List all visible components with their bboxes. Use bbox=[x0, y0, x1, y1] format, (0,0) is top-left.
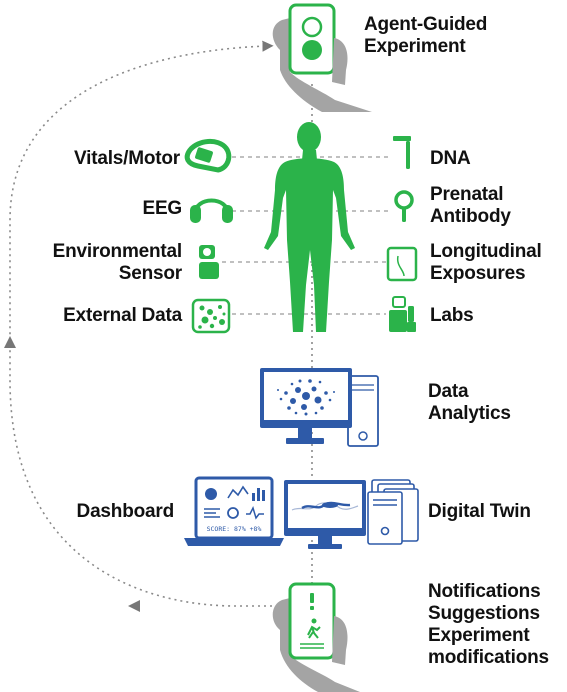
dashboard-label: Dashboard bbox=[76, 501, 175, 522]
longitudinal-exposures-label: Longitudinal Exposures bbox=[430, 241, 542, 284]
dashboard-score-text: SCORE: 87% +8% bbox=[207, 525, 262, 533]
digital-twin-monitor-icon bbox=[284, 480, 366, 549]
dna-label: DNA bbox=[430, 148, 471, 169]
human-figure-icon bbox=[264, 122, 355, 332]
labs-label: Labs bbox=[430, 305, 474, 326]
dna-swab-icon bbox=[393, 136, 411, 169]
feedback-loop-arrow bbox=[9, 40, 290, 607]
server-stack-icon bbox=[367, 479, 419, 545]
vitals-motor-label: Vitals/Motor bbox=[74, 148, 180, 169]
data-analytics-label: Data Analytics bbox=[428, 381, 511, 424]
prenatal-antibody-label: Prenatal Antibody bbox=[430, 184, 511, 227]
exposure-tile-icon bbox=[386, 246, 418, 282]
camera-sensor-icon bbox=[199, 245, 219, 279]
eeg-label: EEG bbox=[142, 198, 182, 219]
desktop-computer-icon bbox=[260, 368, 379, 447]
lab-equipment-icon bbox=[389, 296, 416, 332]
notifications-label: Notifications Suggestions Experiment mod… bbox=[428, 581, 549, 668]
phone-hand-icon bbox=[272, 3, 372, 112]
loop-left-arrowhead bbox=[128, 600, 140, 612]
digital-twin-label: Digital Twin bbox=[428, 501, 531, 522]
laptop-icon: SCORE: 87% +8% bbox=[184, 476, 284, 546]
headphones-icon bbox=[190, 198, 233, 223]
top-label-line-1: Agent-Guided bbox=[364, 14, 488, 35]
loop-up-arrowhead bbox=[4, 336, 16, 348]
environmental-sensor-label: Environmental Sensor bbox=[52, 241, 183, 284]
watch-icon bbox=[184, 139, 232, 173]
data-dots-icon bbox=[191, 298, 231, 334]
network-graph-icon bbox=[277, 379, 335, 416]
notification-phone-icon bbox=[272, 582, 360, 692]
antibody-icon bbox=[394, 190, 414, 222]
agent-guided-experiment-label: Agent-Guided Experiment bbox=[364, 14, 487, 58]
external-data-label: External Data bbox=[63, 305, 182, 326]
top-label-line-2: Experiment bbox=[364, 36, 466, 57]
